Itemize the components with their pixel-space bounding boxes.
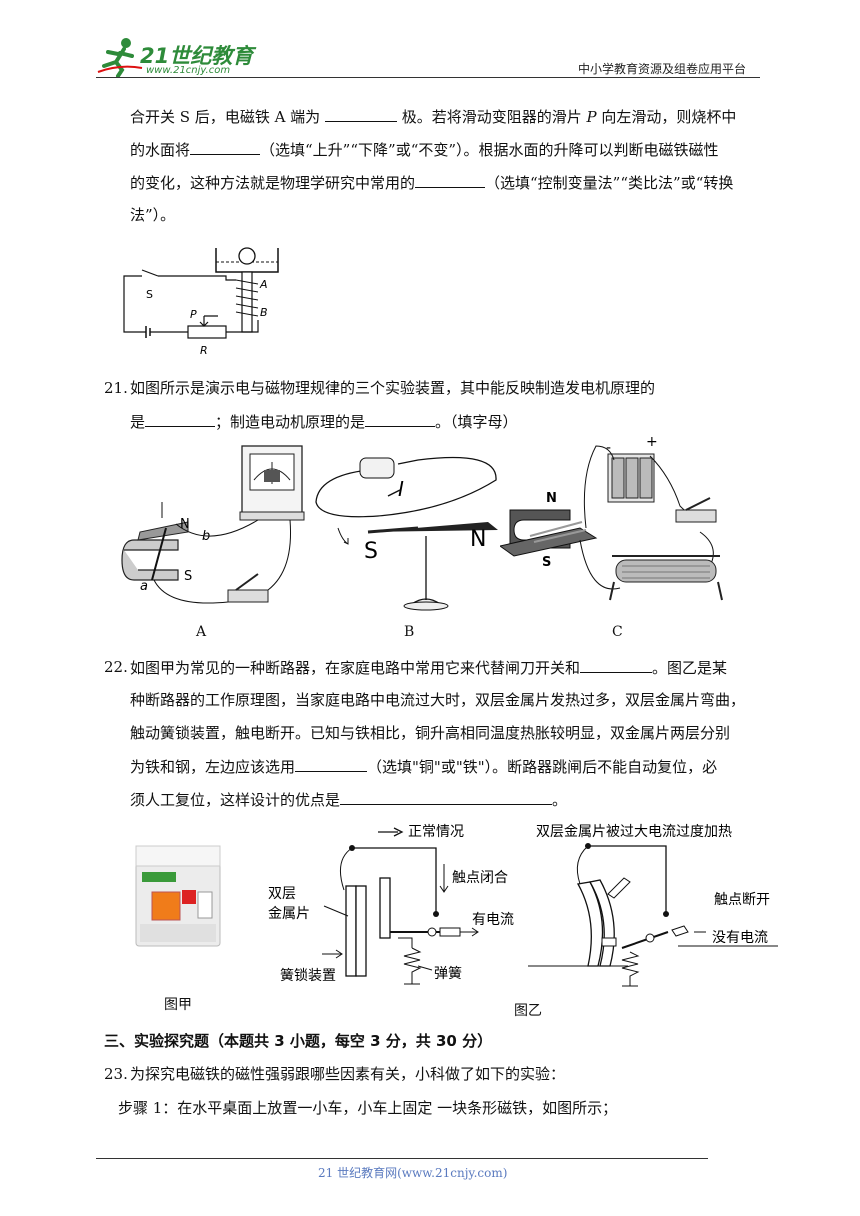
q22-line1: 如图甲为常见的一种断路器，在家庭电路中常用它来代替闸刀开关和。图乙是某 [130, 657, 728, 677]
q20-line1: 合开关 S 后，电磁铁 A 端为 极。若将滑动变阻器的滑片 P 向左滑动，则烧杯… [130, 106, 737, 126]
breaker-overheated-diagram: 双层金属片被过大电流过度加热 触点断开 没有电流 [528, 824, 778, 987]
q23-num: 23. [104, 1065, 128, 1083]
figure-b-oersted: I S N [315, 456, 498, 611]
answer-blank[interactable] [295, 756, 368, 772]
label-s: S [364, 539, 378, 564]
q22-line2: 种断路器的工作原理图，当家庭电路中电流过大时，双层金属片发热过多，双层金属片弯曲… [130, 691, 746, 709]
q22-line5: 须人工复位，这样设计的优点是。 [130, 789, 568, 809]
q20-line4: 法”）。 [130, 206, 176, 224]
q21-line1: 如图所示是演示电与磁物理规律的三个实验装置，其中能反映制造发电机原理的 [130, 379, 656, 397]
caption-b: B [404, 624, 415, 640]
q22-line4: 为铁和钢，左边应该选用（选填"铜"或"铁"）。断路器跳闸后不能自动复位，必 [130, 756, 718, 776]
header-divider [96, 77, 760, 78]
label-a: a [140, 579, 148, 594]
q23-line2: 步骤 1：在水平桌面上放置一小车，小车上固定 一块条形磁铁，如图所示； [118, 1099, 618, 1117]
label-b: b [202, 529, 210, 544]
label-overheated: 双层金属片被过大电流过度加热 [536, 824, 732, 840]
answer-blank[interactable] [190, 139, 261, 155]
answer-blank[interactable] [145, 411, 216, 427]
label-r: R [200, 344, 208, 357]
logo-url: www.21cnjy.com [146, 65, 231, 76]
footer-text: 21 世纪教育网(www.21cnjy.com) [318, 1166, 508, 1180]
footer-divider [96, 1158, 708, 1159]
label-n: N [546, 491, 557, 506]
electromagnet-circuit-figure: A B S P R [123, 247, 279, 357]
answer-blank[interactable] [580, 657, 653, 673]
caption-a: A [196, 624, 207, 640]
label-current: 有电流 [472, 912, 514, 928]
label-contact-closed: 触点闭合 [452, 870, 508, 886]
label-i: I [398, 477, 404, 501]
q20-line3: 的变化，这种方法就是物理学研究中常用的（选填“控制变量法”“类比法”或“转换 [130, 172, 734, 192]
label-latch: 簧锁装置 [280, 968, 336, 984]
caption-c: C [612, 624, 623, 640]
label-n: N [180, 517, 190, 532]
label-n: N [470, 527, 486, 552]
label-s: S [542, 555, 551, 570]
section-3-title: 三、实验探究题（本题共 3 小题，每空 3 分，共 30 分） [104, 1032, 493, 1050]
figure-c-motor: - + N S [500, 436, 723, 601]
answer-blank[interactable] [365, 411, 436, 427]
label-bimetal-1: 双层 [268, 886, 296, 902]
label-bimetal-2: 金属片 [268, 906, 310, 922]
label-plus: + [646, 436, 658, 450]
label-s: S [184, 569, 192, 584]
figure-a-generator: N b S a [121, 445, 305, 604]
q21-line2: 是；制造电动机原理的是。（填字母） [130, 411, 518, 431]
caption-jia: 图甲 [164, 997, 192, 1013]
answer-blank[interactable] [415, 172, 486, 188]
label-normal: 正常情况 [408, 824, 464, 840]
label-b: B [260, 306, 268, 319]
label-no-current: 没有电流 [712, 930, 768, 946]
label-spring: 弹簧 [434, 966, 462, 982]
label-minus: - [606, 440, 611, 456]
q22-line3: 触动簧锁装置，触电断开。已知与铁相比，铜升高相同温度热胀较明显，双金属片两层分别 [130, 724, 731, 742]
label-p: P [190, 308, 197, 321]
breaker-normal-diagram: 正常情况 触点闭合 双层 金属片 有电流 簧锁装置 弹簧 [268, 824, 514, 985]
q21-num: 21. [104, 379, 128, 397]
q20-line2: 的水面将（选填“上升”“下降”或“不变”）。根据水面的升降可以判断电磁铁磁性 [130, 139, 719, 159]
circuit-breaker-photo [135, 845, 221, 947]
logo-runner-icon [97, 38, 143, 78]
label-a: A [259, 278, 268, 291]
caption-yi: 图乙 [514, 1003, 542, 1019]
label-contact-open: 触点断开 [714, 892, 770, 908]
q23-line1: 为探究电磁铁的磁性强弱跟哪些因素有关，小科做了如下的实验： [130, 1065, 566, 1083]
answer-blank[interactable] [340, 789, 553, 805]
label-s: S [146, 288, 153, 301]
answer-blank[interactable] [324, 106, 397, 122]
logo-text: 21世纪教育 [140, 44, 254, 68]
platform-name: 中小学教育资源及组卷应用平台 [578, 62, 747, 76]
q22-num: 22. [104, 658, 128, 676]
